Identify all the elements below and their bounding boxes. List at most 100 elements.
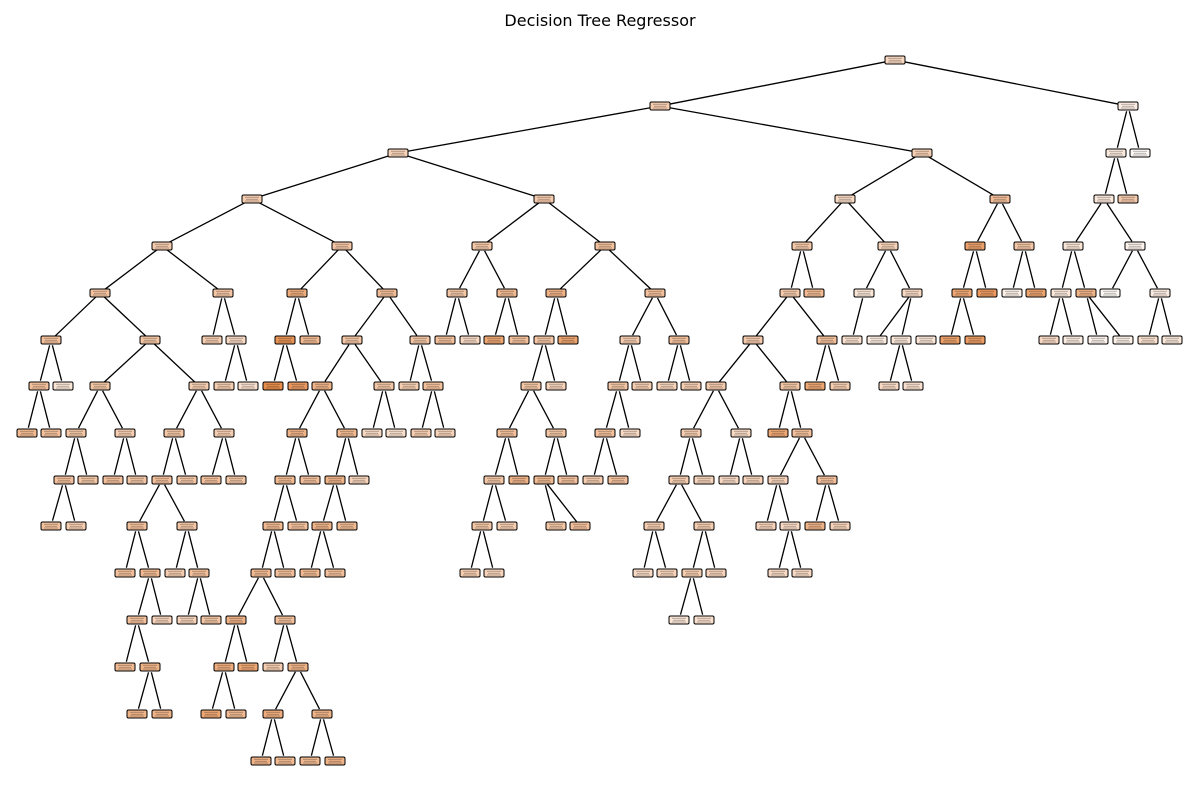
tree-node (151, 241, 173, 251)
tree-node-box (1062, 335, 1084, 345)
tree-edge (273, 719, 285, 756)
tree-node (989, 194, 1011, 204)
tree-edge (403, 106, 655, 153)
tree-edge (1061, 298, 1073, 335)
tree-node-box (225, 709, 247, 719)
tree-edge (137, 578, 150, 615)
tree-node-box (376, 288, 398, 298)
tree-node (200, 615, 222, 625)
tree-edge (547, 201, 602, 244)
tree-node-box (693, 615, 715, 625)
tree-node (387, 148, 409, 158)
tree-node (1137, 335, 1159, 345)
tree-node (114, 428, 136, 438)
tree-edge (54, 296, 97, 337)
tree-node-box (804, 521, 826, 531)
tree-node (213, 662, 235, 672)
tree-node-box (126, 475, 148, 485)
tree-node (409, 335, 431, 345)
tree-edge (261, 531, 273, 568)
tree-node-box (668, 615, 690, 625)
tree-node-box (324, 475, 346, 485)
tree-edge (485, 201, 541, 244)
tree-node (53, 475, 75, 485)
tree-edge (691, 438, 704, 475)
tree-edge (322, 485, 335, 521)
tree-edge (778, 485, 790, 521)
tree-edge (643, 531, 654, 568)
tree-node-box (324, 568, 346, 578)
tree-node (545, 521, 567, 531)
tree-node-box (901, 288, 923, 298)
tree-edge (865, 250, 887, 289)
tree-node-box (1112, 335, 1134, 345)
tree-node-box (939, 335, 961, 345)
tree-node-box (1062, 241, 1084, 251)
tree-node (1129, 148, 1151, 158)
tree-edge (679, 438, 691, 475)
tree-edge (482, 485, 494, 521)
tree-edge (139, 484, 160, 522)
tree-edge (667, 345, 679, 381)
tree-edge (102, 390, 123, 429)
tree-node (422, 381, 444, 391)
tree-node-box (385, 428, 407, 438)
tree-edge (300, 249, 339, 290)
tree-edge (223, 298, 236, 335)
tree-edge (1137, 250, 1158, 289)
tree-edge (153, 343, 196, 383)
tree-node-box (274, 335, 296, 345)
tree-edge (766, 485, 778, 521)
tree-edge (459, 250, 480, 289)
tree-node (1093, 194, 1115, 204)
tree-edge (224, 345, 236, 381)
tree-node-box (237, 662, 259, 672)
tree-node (1075, 288, 1097, 298)
tree-edge (322, 531, 335, 568)
tree-node (1038, 335, 1060, 345)
tree-node-box (791, 428, 813, 438)
tree-node (65, 428, 87, 438)
tree-node (1124, 241, 1146, 251)
tree-edge (403, 154, 539, 198)
tree-node (250, 756, 272, 766)
tree-node (779, 521, 801, 531)
tree-node-box (902, 381, 924, 391)
tree-node (274, 335, 296, 345)
tree-edge (977, 203, 998, 242)
tree-edge (692, 578, 704, 615)
tree-edge (544, 298, 556, 335)
tree-node-box (483, 475, 505, 485)
tree-edge (852, 298, 864, 335)
tree-node-box (911, 148, 933, 158)
tree-node-box (311, 521, 333, 531)
tree-edge (950, 298, 962, 335)
tree-node (680, 381, 702, 391)
tree-node (533, 194, 555, 204)
tree-edge (224, 672, 236, 709)
tree-node (139, 662, 161, 672)
tree-node-box (89, 381, 111, 391)
tree-edge (533, 390, 554, 429)
tree-node (324, 568, 346, 578)
tree-edge (39, 391, 51, 428)
tree-edge (926, 155, 996, 197)
tree-node (656, 381, 678, 391)
tree-node (582, 475, 604, 485)
tree-node-box (1137, 335, 1159, 345)
tree-node-box (40, 335, 62, 345)
tree-edge (51, 485, 64, 521)
tree-node (496, 288, 518, 298)
tree-node (410, 428, 432, 438)
tree-edge (1001, 203, 1023, 242)
tree-node (681, 568, 703, 578)
tree-node-box (557, 475, 579, 485)
tree-node (434, 335, 456, 345)
tree-edge (827, 485, 840, 521)
tree-node-box (324, 756, 346, 766)
tree-edge (1128, 111, 1140, 148)
tree-node-box (705, 568, 727, 578)
tree-edge (64, 438, 76, 475)
tree-edge (39, 345, 51, 381)
tree-node (176, 521, 198, 531)
